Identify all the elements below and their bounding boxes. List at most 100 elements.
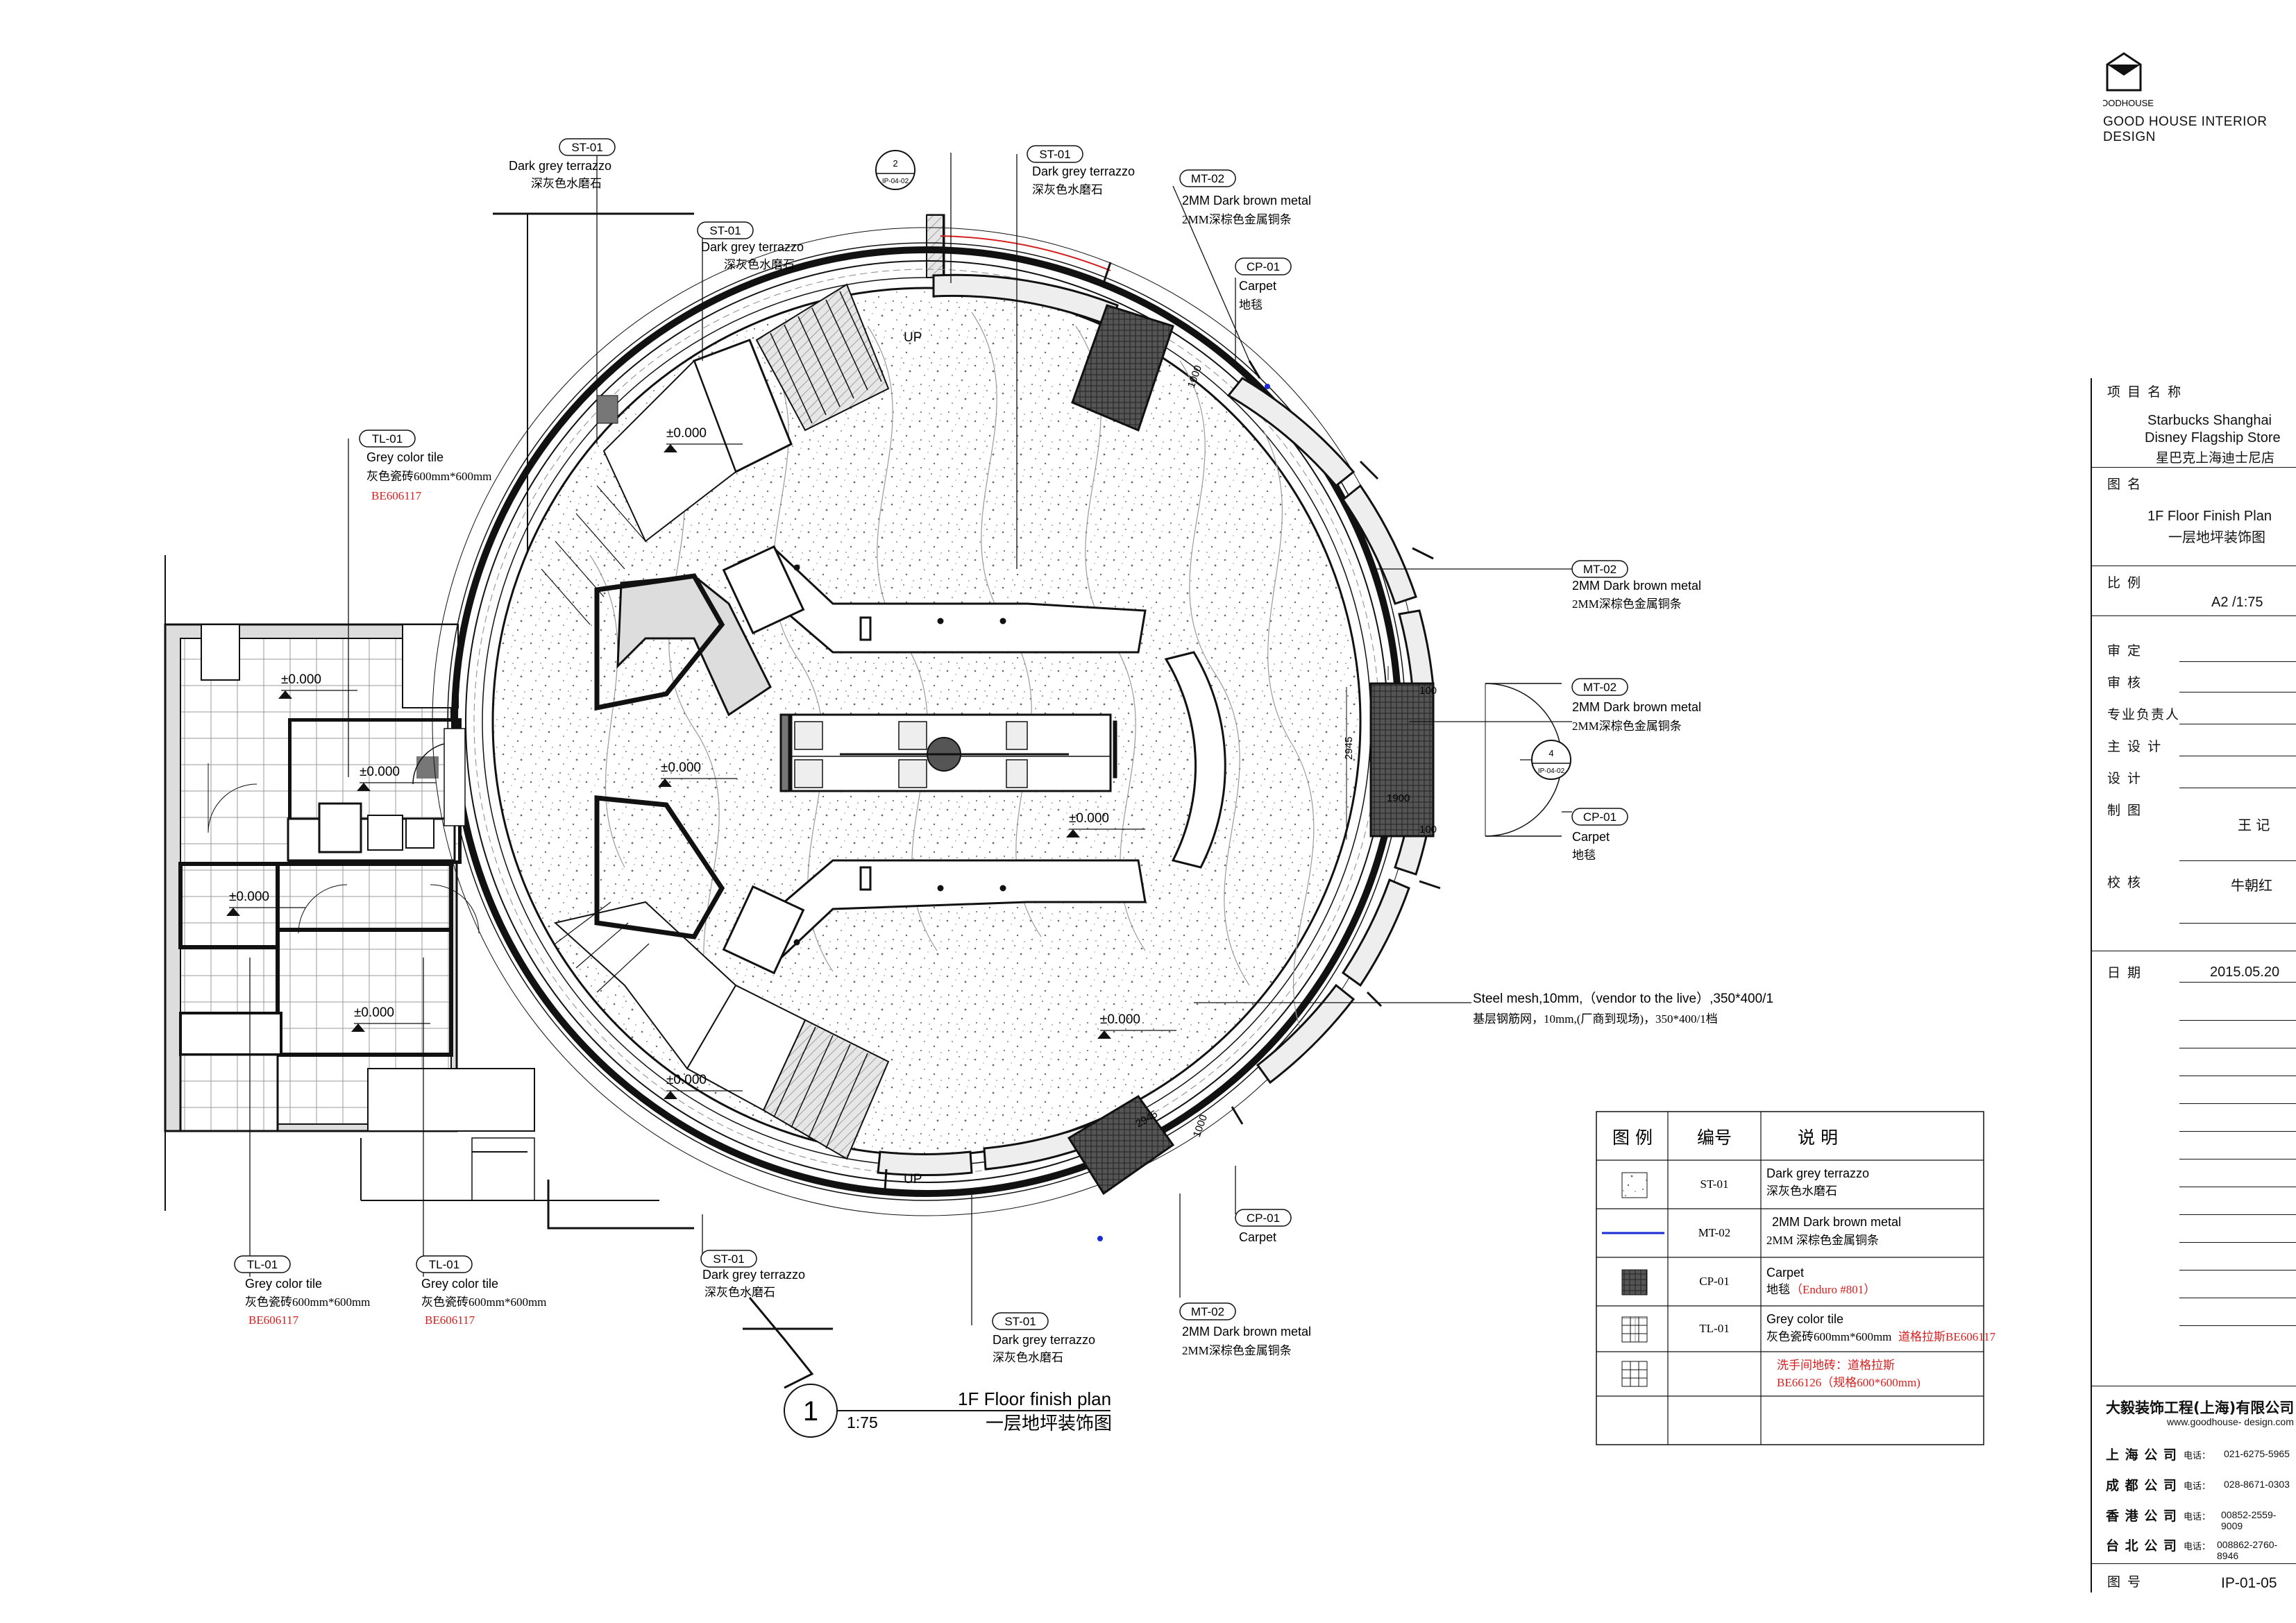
mt-02-marker — [1265, 384, 1270, 389]
tag-mt02-c: MT-02 2MM Dark brown metal 2MM深棕色金属铜条 — [1571, 678, 1701, 733]
office-tel-label: 电话： — [2184, 1451, 2211, 1461]
svg-text:灰色瓷砖600mm*600mm: 灰色瓷砖600mm*600mm — [1766, 1330, 1891, 1343]
drawing-name-en: 1F Floor Finish Plan — [2147, 509, 2272, 524]
carpet-mats — [1067, 304, 1486, 1196]
designer-label: 设 计 — [2107, 771, 2143, 786]
bottom-walls — [547, 1180, 833, 1389]
svg-text:±0.000: ±0.000 — [1069, 811, 1109, 826]
date-label: 日 期 — [2107, 965, 2143, 980]
approved-label: 审 定 — [2107, 643, 2143, 658]
office-tel-label: 电话： — [2184, 1481, 2211, 1492]
svg-text:洗手间地砖：道格拉斯: 洗手间地砖：道格拉斯 — [1777, 1359, 1895, 1373]
tag-mt02-d: MT-02 2MM Dark brown metal 2MM深棕色金属铜条 — [1179, 1302, 1311, 1357]
office-name: 上 海 公 司 — [2106, 1447, 2177, 1463]
svg-text:Dark grey terrazzo: Dark grey terrazzo — [701, 240, 804, 254]
leader-lines — [249, 147, 1572, 1325]
svg-text:灰色瓷砖600mm*600mm: 灰色瓷砖600mm*600mm — [245, 1295, 370, 1309]
plan-title-en: 1F Floor finish plan — [958, 1388, 1111, 1409]
scale-label: 比 例 — [2107, 575, 2143, 590]
svg-text:±0.000: ±0.000 — [1100, 1012, 1140, 1027]
svg-text:Grey color tile: Grey color tile — [421, 1277, 498, 1291]
svg-text:MT-02: MT-02 — [1583, 563, 1617, 576]
level-mark: ±0.000 — [664, 426, 743, 452]
svg-text:CP-01: CP-01 — [1247, 260, 1280, 273]
dimensions: 1000 1900 2945 100 100 2945 1000 — [1134, 364, 1437, 1139]
svg-text:BE66126（规格600*600mm): BE66126（规格600*600mm) — [1777, 1376, 1921, 1389]
date-value: 2015.05.20 — [2210, 965, 2280, 980]
legend-swatch-restroom-tile — [1621, 1361, 1648, 1387]
drafter-value: 王 记 — [2238, 817, 2270, 833]
svg-text:1900: 1900 — [1387, 792, 1410, 804]
tag-tl01-b: TL-01 Grey color tile 灰色瓷砖600mm*600mm BE… — [234, 1255, 370, 1327]
svg-text:2MM 深棕色金属铜条: 2MM 深棕色金属铜条 — [1766, 1234, 1879, 1247]
svg-text:BE606117: BE606117 — [371, 489, 422, 502]
section-mark-ref: IP-04-02 — [1538, 767, 1565, 775]
drafter-label: 制 图 — [2107, 803, 2143, 818]
entry-doors — [412, 683, 1562, 837]
svg-text:BE606117: BE606117 — [425, 1314, 475, 1327]
svg-text:Carpet: Carpet — [1572, 830, 1610, 844]
legend-header: 说 明 — [1798, 1128, 1838, 1148]
steel-mesh-note: Steel mesh,10mm,（vendor to the live）,350… — [1473, 991, 1773, 1026]
svg-text:ST-01: ST-01 — [1004, 1315, 1036, 1328]
svg-text:Dark grey terrazzo: Dark grey terrazzo — [1032, 164, 1135, 178]
svg-text:深灰色水磨石: 深灰色水磨石 — [1766, 1184, 1837, 1198]
svg-text:Grey color tile: Grey color tile — [245, 1277, 322, 1291]
svg-text:Carpet: Carpet — [1239, 1230, 1276, 1244]
svg-text:基层钢筋网，10mm,(厂商到现场)，350*400/1档: 基层钢筋网，10mm,(厂商到现场)，350*400/1档 — [1473, 1012, 1718, 1026]
reviewer-value: 牛朝红 — [2231, 877, 2272, 894]
svg-text:CP-01: CP-01 — [1583, 810, 1617, 824]
level-marks: ±0.000 ±0.000 ±0.000 ±0.000 ±0.000 ±0.00… — [226, 426, 1176, 1099]
stair-bottom — [553, 901, 890, 1160]
svg-text:Dark grey terrazzo: Dark grey terrazzo — [509, 159, 611, 173]
tag-tl01-a: TL-01 Grey color tile 灰色瓷砖600mm*600mm BE… — [359, 430, 491, 502]
tag-mt02-b: MT-02 2MM Dark brown metal 2MM深棕色金属铜条 — [1571, 560, 1701, 611]
svg-text:1000: 1000 — [1191, 1113, 1210, 1139]
legend-swatch-tile — [1621, 1316, 1648, 1343]
section-mark-num: 2 — [893, 158, 897, 169]
project-name-en-1: Starbucks Shanghai — [2147, 413, 2272, 428]
svg-text:CP-01: CP-01 — [1247, 1212, 1280, 1225]
svg-text:2MM Dark brown metal: 2MM Dark brown metal — [1572, 700, 1701, 714]
svg-text:深灰色水磨石: 深灰色水磨石 — [724, 258, 795, 272]
svg-text:深灰色水磨石: 深灰色水磨石 — [993, 1351, 1063, 1365]
svg-text:ST-01: ST-01 — [1039, 148, 1070, 161]
level-mark: ±0.000 — [664, 1073, 743, 1099]
level-mark: ±0.000 — [351, 1005, 430, 1032]
svg-text:Carpet: Carpet — [1766, 1266, 1804, 1280]
svg-text:ST-01: ST-01 — [571, 141, 602, 154]
svg-text:Steel mesh,10mm,（vendor to the: Steel mesh,10mm,（vendor to the live）,350… — [1473, 991, 1773, 1006]
drawing-name-cn: 一层地坪装饰图 — [2168, 529, 2265, 545]
stair-up-label: UP — [904, 330, 922, 345]
svg-text:Grey color tile: Grey color tile — [1766, 1312, 1843, 1326]
project-label: 项 目 名 称 — [2107, 384, 2183, 400]
svg-text:±0.000: ±0.000 — [281, 672, 321, 687]
mt-02-marker — [1097, 1236, 1103, 1241]
svg-text:2MM Dark brown metal: 2MM Dark brown metal — [1182, 1325, 1311, 1339]
svg-text:2MM深棕色金属铜条: 2MM深棕色金属铜条 — [1572, 597, 1682, 611]
svg-text:TL-01: TL-01 — [429, 1258, 459, 1271]
office-name: 香 港 公 司 — [2106, 1509, 2177, 1524]
svg-text:2945: 2945 — [1343, 737, 1355, 760]
plan-title-cn: 一层地坪装饰图 — [986, 1413, 1112, 1434]
legend-table: 图 例 编号 说 明 ST-01 Dark grey terrazzo 深灰色水… — [1596, 1111, 1996, 1445]
svg-text:Carpet: Carpet — [1239, 279, 1276, 293]
legend-header: 图 例 — [1612, 1128, 1653, 1148]
level-mark: ±0.000 — [226, 890, 305, 916]
level-mark: ±0.000 — [1097, 1012, 1176, 1039]
svg-text:2MM Dark brown metal: 2MM Dark brown metal — [1772, 1215, 1901, 1229]
section-mark-4: 4 IP-04-02 — [1531, 740, 1571, 780]
tag-cp01-c: CP-01 Carpet — [1235, 1209, 1292, 1244]
svg-text:±0.000: ±0.000 — [354, 1005, 394, 1020]
svg-text:（Enduro #801）: （Enduro #801） — [1791, 1283, 1875, 1296]
svg-text:±0.000: ±0.000 — [360, 765, 400, 779]
project-name-en-2: Disney Flagship Store — [2145, 430, 2281, 445]
legend-swatch-carpet — [1621, 1269, 1648, 1295]
legend-swatch-terrazzo — [1621, 1172, 1648, 1198]
svg-text:深灰色水磨石: 深灰色水磨石 — [1032, 183, 1103, 197]
stair-up-label: UP — [904, 1172, 922, 1187]
stair-top — [541, 283, 890, 625]
project-name-cn: 星巴克上海迪士尼店 — [2156, 450, 2275, 466]
